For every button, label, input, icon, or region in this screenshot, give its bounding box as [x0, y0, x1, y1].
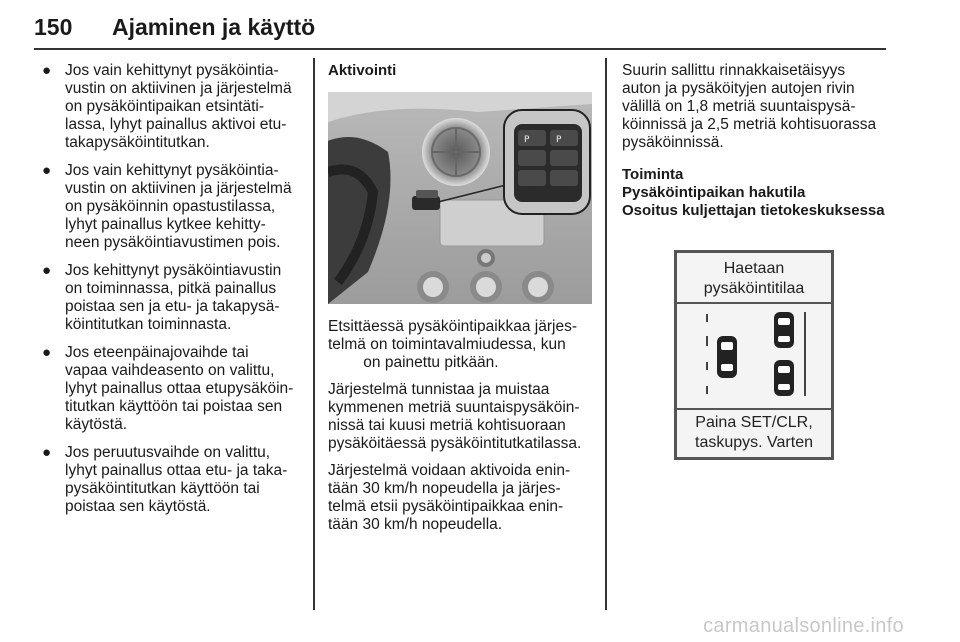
- bullet-item: ● Jos vain kehittynyt pysäköintia- vusti…: [38, 62, 306, 152]
- svg-text:P: P: [556, 135, 562, 145]
- paragraph: Järjestelmä voidaan aktivoida enin- tään…: [328, 462, 571, 533]
- bullet-dot: ●: [42, 62, 52, 79]
- column-1: ● Jos vain kehittynyt pysäköintia- vusti…: [38, 62, 306, 526]
- column-3: Suurin sallittu rinnakkaisetäisyys auton…: [622, 62, 890, 460]
- display-top-text: Haetaan pysäköintitilaa: [703, 260, 805, 297]
- display-divider: [674, 408, 834, 410]
- watermark: carmanualsonline.info: [703, 615, 904, 637]
- subheading: Pysäköintipaikan hakutila: [622, 184, 806, 201]
- parking-cars-icon: [706, 312, 806, 396]
- svg-text:P: P: [524, 135, 530, 145]
- paragraph: Etsittäessä pysäköintipaikkaa järjes- te…: [328, 318, 577, 371]
- bullet-dot: ●: [42, 444, 52, 461]
- subheading: Toiminta: [622, 166, 684, 183]
- subheading: Osoitus kuljettajan tietokeskuksessa: [622, 202, 885, 219]
- display-bottom-text: Paina SET/CLR, taskupys. Varten: [695, 414, 813, 451]
- column-2: Aktivointi: [328, 62, 596, 543]
- bullet-item: ● Jos peruutusvaihde on valittu, lyhyt p…: [38, 444, 306, 516]
- paragraph: Suurin sallittu rinnakkaisetäisyys auton…: [622, 62, 877, 151]
- header-rule: [34, 48, 886, 50]
- paragraph: Järjestelmä tunnistaa ja muistaa kymmene…: [328, 381, 582, 452]
- bullet-dot: ●: [42, 262, 52, 279]
- bullet-item: ● Jos eteenpäinajovaihde tai vapaa vaihd…: [38, 344, 306, 434]
- column-divider-right: [605, 58, 607, 610]
- bullet-item: ● Jos kehittynyt pysäköintiavustin on to…: [38, 262, 306, 334]
- bullet-text: Jos vain kehittynyt pysäköintia- vustin …: [65, 62, 292, 151]
- bullet-dot: ●: [42, 162, 52, 179]
- bullet-text: Jos kehittynyt pysäköintiavustin on toim…: [65, 262, 282, 333]
- dashboard-illustration: P P: [328, 92, 592, 304]
- driver-info-display: Haetaan pysäköintitilaa Paina SET/CLR, t…: [674, 250, 834, 460]
- bullet-text: Jos eteenpäinajovaihde tai vapaa vaihdea…: [65, 344, 294, 433]
- bullet-item: ● Jos vain kehittynyt pysäköintia- vusti…: [38, 162, 306, 252]
- page-number: 150: [34, 14, 73, 40]
- section-heading: Aktivointi: [328, 62, 397, 79]
- display-divider: [674, 302, 834, 304]
- bullet-text: Jos vain kehittynyt pysäköintia- vustin …: [65, 162, 292, 251]
- chapter-title: Ajaminen ja käyttö: [112, 14, 316, 40]
- display-frame: [674, 250, 834, 460]
- dashboard-photo: P P: [328, 92, 592, 304]
- column-divider-left: [313, 58, 315, 610]
- bullet-dot: ●: [42, 344, 52, 361]
- page-header: 150 Ajaminen ja käyttö: [34, 6, 886, 50]
- bullet-text: Jos peruutusvaihde on valittu, lyhyt pai…: [65, 444, 288, 515]
